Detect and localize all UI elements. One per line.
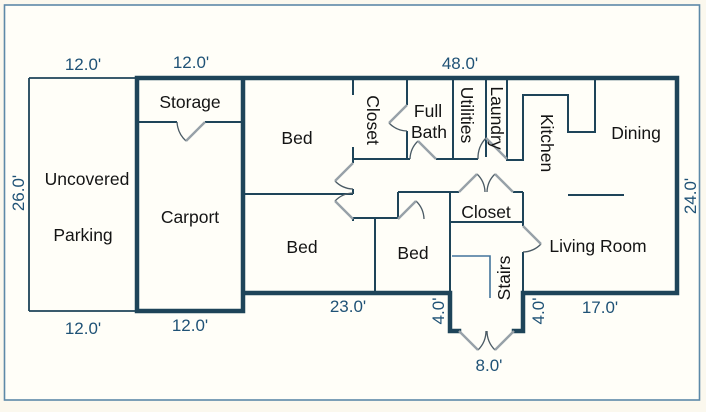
laundry-door-arc	[477, 137, 487, 160]
label-stairs: Stairs	[494, 255, 514, 300]
dim-top-main: 48.0'	[442, 54, 478, 73]
label-storage: Storage	[159, 92, 220, 112]
parking-outline-walls	[28, 77, 137, 312]
label-living-room: Living Room	[549, 236, 646, 256]
closet-top-door-leaf	[388, 104, 408, 124]
label-utilities: Utilities	[457, 87, 477, 144]
label-laundry: Laundry	[487, 86, 507, 149]
dim-right-side: 24.0'	[681, 178, 700, 214]
dim-bottom-right: 17.0'	[582, 298, 618, 317]
bed-top-door-leaf	[334, 162, 354, 182]
label-carport: Carport	[161, 207, 219, 227]
plan-outer-border	[3, 4, 701, 401]
storage-door-leaf	[185, 121, 206, 142]
interior-walls	[137, 78, 624, 293]
label-parking: Parking	[53, 225, 112, 245]
dim-top-parking: 12.0'	[65, 55, 101, 74]
bath-door-leaf	[417, 140, 437, 160]
label-bed-bottom-left: Bed	[286, 237, 317, 257]
label-full: Full	[414, 101, 442, 121]
entry-door-leaf-right	[494, 330, 515, 351]
dim-porch-right: 4.0'	[529, 298, 548, 325]
bed-left-door-leaf	[334, 200, 354, 220]
stairs-lines	[452, 255, 491, 298]
laundry-door-leaf	[485, 137, 508, 160]
label-bath: Bath	[411, 122, 447, 142]
entry-door-leaf-left	[458, 330, 479, 351]
dim-bottom-main: 23.0'	[330, 297, 366, 316]
closet-middle-door-leaf-right	[494, 173, 514, 193]
label-closet-middle: Closet	[461, 202, 511, 222]
dim-bottom-carport: 12.0'	[172, 316, 208, 335]
label-dining: Dining	[611, 123, 661, 143]
dim-bottom-parking: 12.0'	[65, 319, 101, 338]
label-bed-bottom-middle: Bed	[397, 243, 428, 263]
room-labels: Uncovered Parking Storage Carport Bed Be…	[45, 86, 661, 300]
dimension-labels: 12.0' 12.0' 48.0' 26.0' 24.0' 12.0' 12.0…	[9, 53, 700, 375]
label-bed-top: Bed	[281, 128, 312, 148]
dim-porch-width: 8.0'	[476, 356, 503, 375]
bed-middle-door-leaf	[397, 200, 417, 220]
dim-top-carport: 12.0'	[173, 53, 209, 72]
dim-left-side: 26.0'	[9, 175, 28, 211]
label-kitchen: Kitchen	[537, 114, 557, 172]
door-leaves	[185, 104, 542, 351]
living-room-door-leaf	[522, 225, 542, 245]
label-uncovered: Uncovered	[45, 169, 130, 189]
dim-porch-left: 4.0'	[429, 298, 448, 325]
closet-middle-door-leaf-left	[458, 173, 478, 193]
label-closet-top: Closet	[363, 95, 383, 145]
